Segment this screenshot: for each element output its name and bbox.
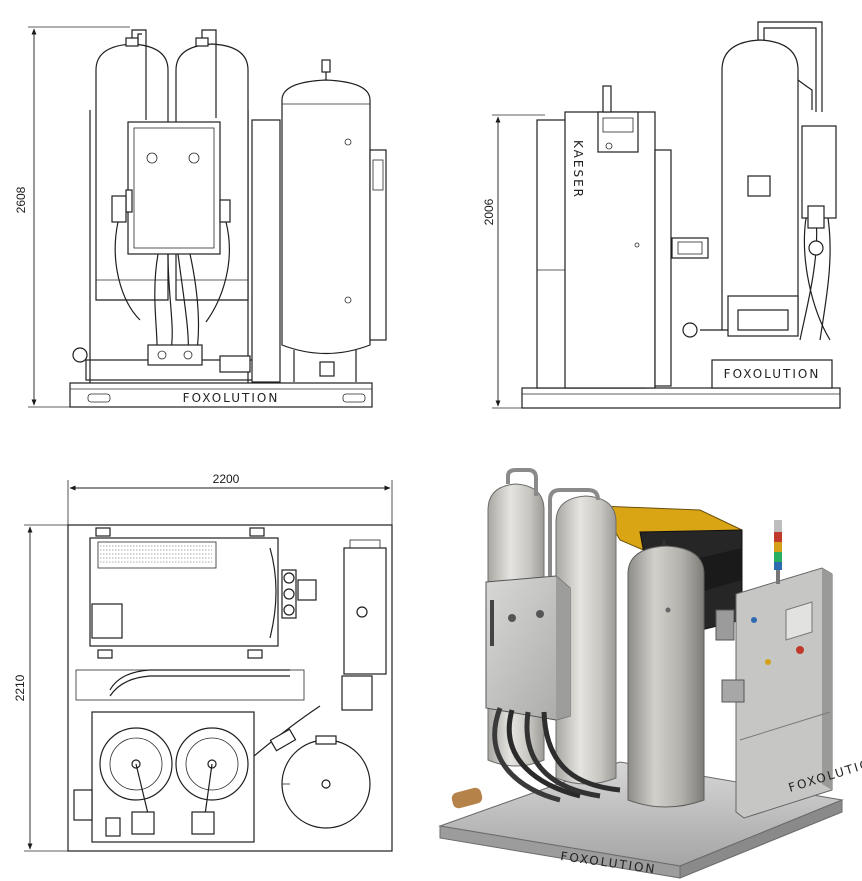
render-receiver-tank (627, 540, 705, 808)
front-view: 2608 FOXOLUTION (14, 26, 387, 408)
depth-label: 2210 (13, 674, 27, 701)
base-brand-label: FOXOLUTION (183, 391, 280, 405)
height-dimension-2006: 2006 (482, 114, 545, 409)
receiver-tank (281, 59, 371, 382)
top-view: 2200 2210 (13, 472, 393, 852)
compressor-cabinet: KAESER (536, 85, 656, 389)
render-electrical-cabinet: FOXOLUTION (735, 567, 862, 819)
adsorber-tower-side (721, 39, 813, 331)
side-view: 2006 KAESER (482, 21, 841, 409)
height-label: 2608 (14, 186, 28, 213)
receiver-tank-top (281, 735, 371, 829)
render-adsorber-right (548, 488, 617, 785)
control-box (125, 121, 221, 255)
render-signal-tower (774, 520, 782, 584)
isometric-render: FOXOLUTION (438, 468, 862, 879)
height-label: 2006 (482, 198, 496, 225)
width-dimension-2200: 2200 (67, 472, 393, 525)
base-skid: FOXOLUTION (69, 382, 373, 408)
adsorber-pair-top (73, 711, 255, 843)
side-base-brand-label: FOXOLUTION (724, 367, 821, 381)
depth-dimension-2210: 2210 (13, 524, 68, 852)
height-dimension-2608: 2608 (14, 26, 130, 408)
render-control-box (485, 575, 571, 721)
compressor-top (89, 527, 279, 659)
width-label: 2200 (213, 472, 240, 486)
panel-brand-label: KAESER (571, 140, 585, 199)
